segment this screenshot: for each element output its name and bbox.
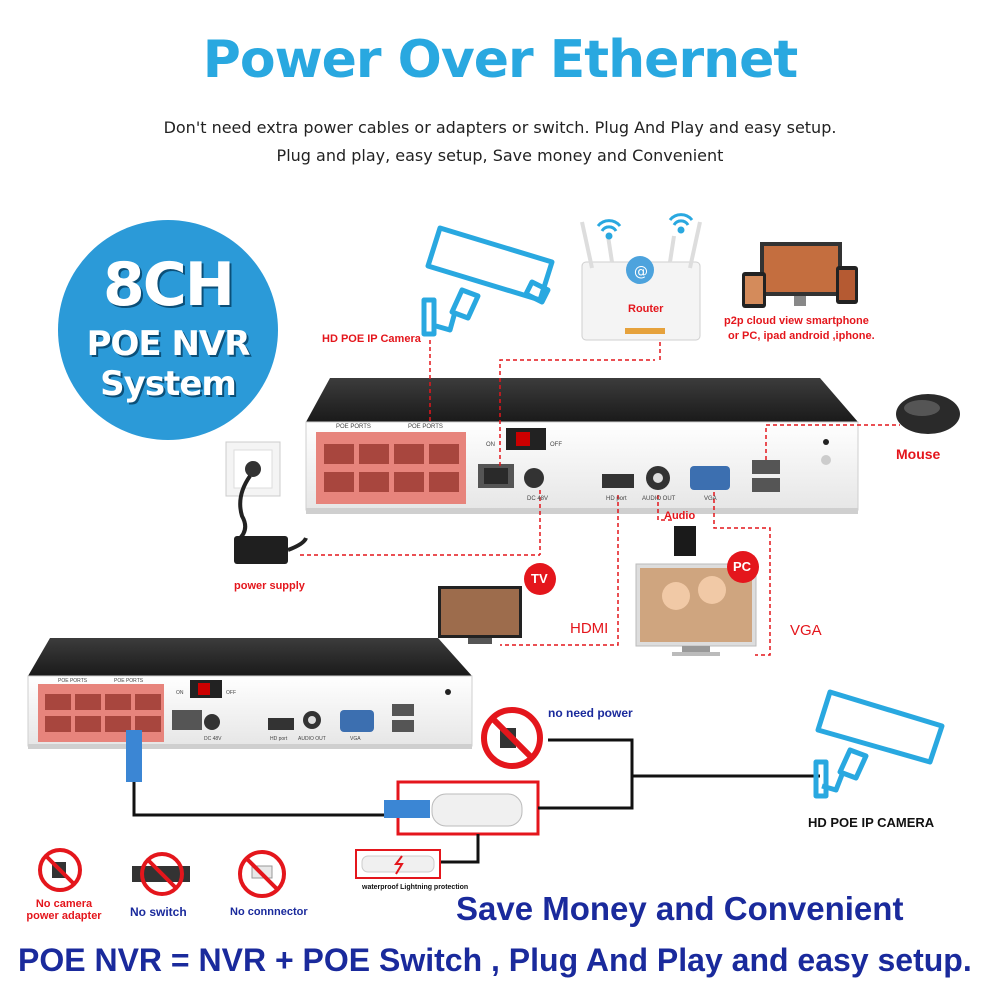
badge-line-1: 8CH: [103, 250, 235, 320]
poe-ports-label-2: POE PORTS: [408, 424, 443, 430]
poe-ports-label-b2: POE PORTS: [114, 678, 144, 684]
no-connector-icon: [238, 850, 286, 898]
system-badge: 8CH POE NVR System: [58, 220, 278, 440]
ethernet-cable: [126, 730, 400, 817]
subtitle-line-1: Don't need extra power cables or adapter…: [163, 118, 837, 137]
power-supply-label: power supply: [234, 580, 305, 592]
wall-socket-icon: [225, 441, 281, 542]
camera-label: HD POE IP Camera: [322, 333, 421, 345]
subtitle-line-2: Plug and play, easy setup, Save money an…: [276, 146, 724, 165]
bottom-camera-label: HD POE IP CAMERA: [808, 815, 935, 830]
audio-out-label: AUDIO OUT: [642, 496, 676, 502]
ip-camera-icon-bottom: [813, 689, 945, 799]
dc-label: DC 48V: [527, 496, 549, 502]
tv-image: [438, 586, 522, 644]
no-connector-label: No connnector: [230, 906, 308, 918]
pc-badge: [727, 551, 759, 583]
no-adapter-icon: [38, 848, 82, 892]
audio-label: Audio: [664, 510, 696, 522]
page-title: Power Over Ethernet: [202, 30, 798, 90]
poe-ports-label-b1: POE PORTS: [58, 678, 88, 684]
on-label-b: ON: [176, 690, 184, 696]
hdmi-label: HDMI: [570, 620, 609, 637]
tv-badge: [524, 563, 556, 595]
top-connector-lines: [300, 340, 900, 656]
on-label: ON: [486, 442, 495, 448]
save-money-heading: Save Money and Convenient: [456, 890, 904, 927]
no-need-power-label: no need power: [548, 706, 633, 720]
audio-out-label-b: AUDIO OUT: [298, 736, 326, 742]
vga-port-label-b: VGA: [350, 736, 361, 742]
speaker-icon: [674, 526, 696, 556]
poe-equation: POE NVR = NVR + POE Switch , Plug And Pl…: [18, 942, 972, 978]
no-switch-icon: [132, 852, 190, 896]
cloud-label-2: or PC, ipad android ,iphone.: [728, 330, 875, 342]
poe-ports-label-1: POE PORTS: [336, 424, 371, 430]
router-label: Router: [628, 303, 664, 315]
cloud-label-1: p2p cloud view smartphone: [724, 315, 869, 327]
power-adapter-icon: [234, 536, 308, 564]
vga-label: VGA: [790, 622, 822, 639]
vga-port-label: VGA: [704, 496, 717, 502]
off-label-b: OFF: [226, 690, 236, 696]
no-adapter-label-line-2: power adapter: [26, 910, 102, 922]
wifi-icon-right: [668, 213, 694, 234]
no-power-prohibited-icon: [481, 707, 543, 769]
off-label: OFF: [550, 442, 562, 448]
viewer-devices-image: [742, 242, 858, 308]
ip-camera-icon: [421, 225, 555, 337]
no-adapter-label: No camera power adapter: [26, 898, 102, 922]
mouse-icon: [896, 394, 960, 434]
hd-port-label-b: HD port: [270, 736, 288, 742]
connector-detail-box: [355, 738, 820, 879]
router-icon: @: [580, 221, 702, 341]
tv-badge-label: TV: [531, 571, 548, 586]
no-switch-label: No switch: [130, 905, 187, 919]
waterproof-label: waterproof Lightning protection: [362, 884, 469, 891]
badge-line-3: System: [100, 364, 237, 404]
pc-badge-label: PC: [733, 559, 752, 574]
nvr-top-unit: [305, 378, 859, 514]
wifi-icon-left: [596, 219, 622, 240]
svg-text:@: @: [634, 264, 648, 280]
mouse-label: Mouse: [896, 446, 941, 462]
dc-label-b: DC 48V: [204, 736, 222, 742]
no-adapter-label-line-1: No camera: [35, 898, 93, 910]
nvr-bottom-unit: [27, 638, 473, 749]
hd-port-label: HD port: [606, 496, 627, 502]
badge-line-2: POE NVR: [86, 324, 251, 364]
